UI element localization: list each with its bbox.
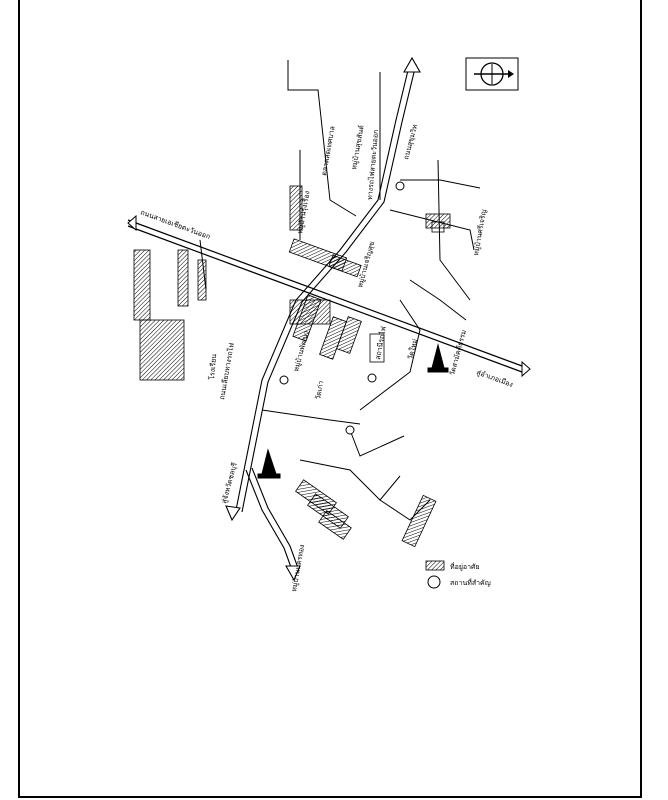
- road-label: ถนนเลียบทางรถไฟ: [217, 342, 236, 400]
- place-labels: หมู่บ้านรุ่งเรือง ตลาดสดเทศบาล หมู่บ้านส…: [207, 124, 488, 592]
- place-label: สถานีรถไฟ: [373, 326, 388, 361]
- temple-icon: [257, 343, 449, 479]
- legend-label: ที่อยู่อาศัย: [450, 562, 480, 571]
- place-label: วัดใหม่: [405, 338, 419, 361]
- legend-residential-swatch: [425, 560, 445, 571]
- legend: ที่อยู่อาศัย สถานที่สำคัญ: [425, 560, 491, 589]
- place-label: หมู่บ้านศรีเจริญ: [472, 209, 488, 257]
- residential-blocks: [133, 185, 451, 548]
- place-label: วัดเก่า: [314, 380, 325, 400]
- road-label: ทางรถไฟสายตะวันออก: [365, 129, 380, 200]
- road-label: ถนนสายเอเชียตะวันออก: [139, 208, 211, 241]
- highway-main: [127, 214, 531, 378]
- side-roads: [199, 60, 481, 521]
- road-label: สู่อำเภอเมือง: [475, 368, 514, 389]
- place-label: หมู่บ้านสุขสันต์: [350, 124, 366, 170]
- place-label: วัดสามัคคีธรรม: [448, 329, 468, 377]
- legend-label: สถานที่สำคัญ: [450, 578, 491, 587]
- label-boxes: [369, 221, 445, 363]
- north-arrow-icon: [465, 57, 519, 91]
- place-label: โรงเรียน: [207, 353, 218, 380]
- road-south-spur: [245, 467, 301, 582]
- legend-landmark-circle: [427, 575, 441, 589]
- page-frame: [18, 0, 642, 798]
- place-label: หมู่บ้านเจริญสุข: [356, 240, 376, 288]
- road-label: สู่จังหวัดชลบุรี: [220, 462, 239, 505]
- road-label: ถนนสุขุมวิท: [402, 123, 419, 160]
- road-north-south: [225, 56, 421, 522]
- landmark-markers: [279, 181, 405, 435]
